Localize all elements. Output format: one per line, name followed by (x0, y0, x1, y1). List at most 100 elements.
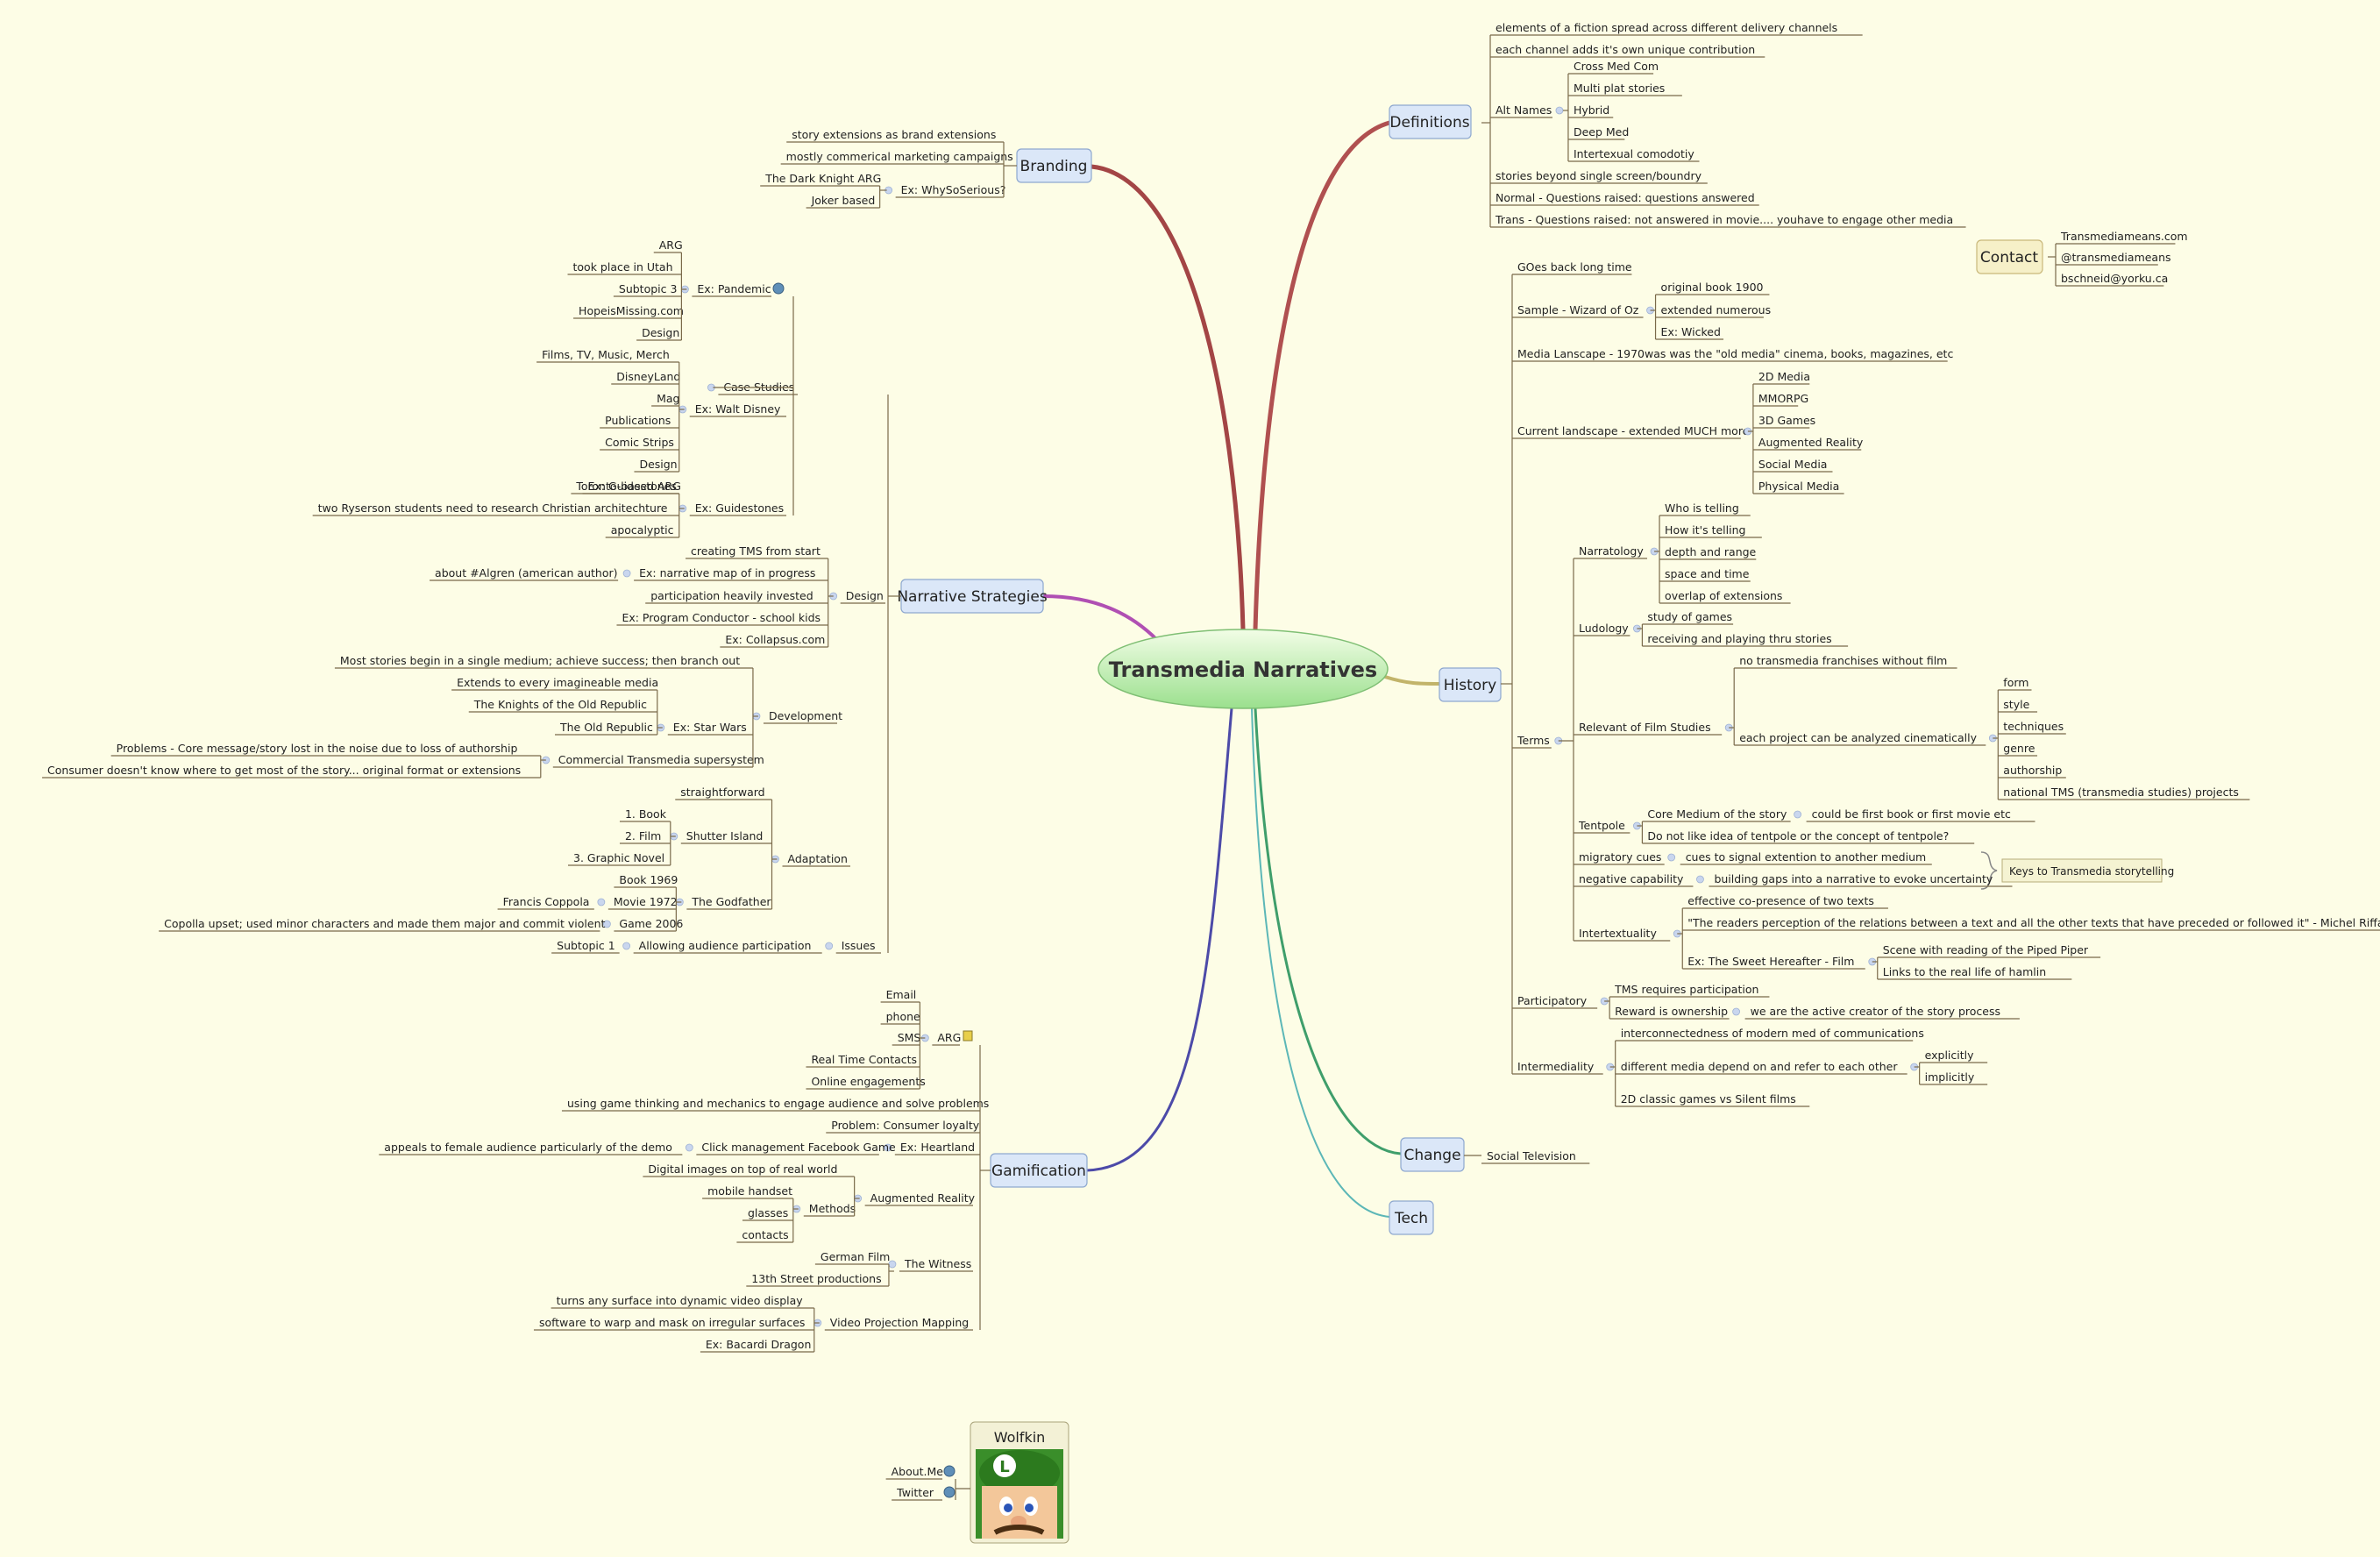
node-email[interactable]: Email (880, 988, 920, 1003)
node-each-channel-adds-it-s-own-unique-contri[interactable]: each channel adds it's own unique contri… (1490, 43, 1765, 58)
node-stories-beyond-single-screen-boundry[interactable]: stories beyond single screen/boundry (1490, 169, 1708, 184)
node-augmented-reality[interactable]: Augmented Reality (854, 1191, 976, 1206)
node-problem-consumer-loyalty[interactable]: Problem: Consumer loyalty (826, 1119, 980, 1134)
node-ex-narrative-map-of-in-progress[interactable]: Ex: narrative map of in progress (622, 566, 828, 581)
node-apocalyptic[interactable]: apocalyptic (605, 523, 679, 538)
node-mostly-commerical-marketing-campaigns[interactable]: mostly commerical marketing campaigns (780, 150, 1013, 165)
node-tentpole[interactable]: Tentpole (1574, 819, 1641, 834)
node-took-place-in-utah[interactable]: took place in Utah (567, 260, 682, 275)
node-copolla-upset-used-minor-characters-and-[interactable]: Copolla upset; used minor characters and… (159, 917, 606, 932)
note-icon[interactable] (963, 1030, 973, 1042)
node-goes-back-long-time[interactable]: GOes back long time (1512, 260, 1632, 275)
node-links-to-the-real-life-of-hamlin[interactable]: Links to the real life of hamlin (1877, 965, 2072, 980)
node-intertexual-comodotiy[interactable]: Intertexual comodotiy (1567, 147, 1700, 162)
node-problems-core-message-story-lost-in-the-[interactable]: Problems - Core message/story lost in th… (110, 742, 541, 757)
node-hopeismissing-com[interactable]: HopeisMissing.com (573, 304, 684, 319)
node-elements-of-a-fiction-spread-across-diff[interactable]: elements of a fiction spread across diff… (1490, 21, 1863, 36)
node-overlap-of-extensions[interactable]: overlap of extensions (1659, 589, 1791, 604)
topic-change[interactable]: Change (1400, 1137, 1465, 1172)
node-ex-collapsus-com[interactable]: Ex: Collapsus.com (720, 633, 828, 648)
node-social-television[interactable]: Social Television (1481, 1149, 1590, 1164)
node-design[interactable]: Design (636, 326, 682, 341)
node-the-dark-knight-arg[interactable]: The Dark Knight ARG (760, 172, 881, 187)
node-ex-wicked[interactable]: Ex: Wicked (1655, 325, 1724, 340)
node-depth-and-range[interactable]: depth and range (1659, 545, 1757, 560)
node-3-graphic-novel[interactable]: 3. Graphic Novel (568, 851, 671, 866)
node-deep-med[interactable]: Deep Med (1567, 125, 1629, 140)
node-subtopic-1[interactable]: Subtopic 1 (551, 939, 620, 954)
node-bschneid-yorku-ca[interactable]: bschneid@yorku.ca (2056, 272, 2168, 287)
node-the-old-republic[interactable]: The Old Republic (555, 721, 657, 736)
node-original-book-1900[interactable]: original book 1900 (1655, 281, 1770, 295)
node-extends-to-every-imagineable-media[interactable]: Extends to every imagineable media (451, 676, 658, 691)
node-two-ryserson-students-need-to-research-c[interactable]: two Ryserson students need to research C… (312, 501, 679, 516)
node-turns-any-surface-into-dynamic-video-dis[interactable]: turns any surface into dynamic video dis… (551, 1294, 814, 1309)
globe-icon[interactable] (943, 1465, 956, 1477)
node-glasses[interactable]: glasses (742, 1206, 793, 1221)
node-about-me[interactable]: About.Me (885, 1465, 956, 1480)
node-3d-games[interactable]: 3D Games (1752, 414, 1815, 429)
node-development[interactable]: Development (752, 709, 842, 724)
node-methods[interactable]: Methods (792, 1202, 856, 1217)
node-building-gaps-into-a-narrative-to-evoke-[interactable]: building gaps into a narrative to evoke … (1709, 872, 2013, 887)
node-no-transmedia-franchises-without-film[interactable]: no transmedia franchises without film (1734, 654, 1957, 669)
node-different-media-depend-on-and-refer-to-e[interactable]: different media depend on and refer to e… (1615, 1060, 1919, 1075)
node-cues-to-signal-extention-to-another-medi[interactable]: cues to signal extention to another medi… (1680, 850, 1932, 865)
node-relevant-of-film-studies[interactable]: Relevant of Film Studies (1574, 721, 1733, 736)
node-comic-strips[interactable]: Comic Strips (600, 436, 679, 451)
node-appeals-to-female-audience-particularly-[interactable]: appeals to female audience particularly … (379, 1141, 683, 1155)
node-german-film[interactable]: German Film (814, 1250, 890, 1265)
node-using-game-thinking-and-mechanics-to-eng[interactable]: using game thinking and mechanics to eng… (561, 1097, 989, 1112)
central-topic[interactable]: Transmedia Narratives (1098, 629, 1389, 709)
node-we-are-the-active-creator-of-the-story-p[interactable]: we are the active creator of the story p… (1744, 1005, 2020, 1020)
node-transmediameans[interactable]: @transmediameans (2056, 251, 2171, 266)
topic-definitions[interactable]: Definitions (1389, 104, 1472, 139)
node-2d-media[interactable]: 2D Media (1752, 370, 1810, 385)
node-ex-guidestones[interactable]: Ex: Guidestones (678, 501, 786, 516)
node-media-lanscape-1970was-was-the-old-media[interactable]: Media Lanscape - 1970was was the "old me… (1512, 347, 1953, 362)
node-digital-images-on-top-of-real-world[interactable]: Digital images on top of real world (643, 1162, 855, 1177)
node-the-witness[interactable]: The Witness (888, 1257, 973, 1272)
node-negative-capability[interactable]: negative capability (1574, 872, 1704, 887)
node-publications[interactable]: Publications (600, 414, 679, 429)
node-ex-star-wars[interactable]: Ex: Star Wars (657, 721, 753, 736)
node-authorship[interactable]: authorship (1998, 764, 2066, 778)
node-the-readers-perception-of-the-relations-[interactable]: "The readers perception of the relations… (1682, 916, 2380, 931)
node-transmediameans-com[interactable]: Transmediameans.com (2056, 230, 2188, 245)
node-form[interactable]: form (1998, 676, 2032, 691)
node-ex-program-conductor-school-kids[interactable]: Ex: Program Conductor - school kids (616, 611, 828, 626)
node-joker-based[interactable]: Joker based (806, 194, 880, 209)
node-real-time-contacts[interactable]: Real Time Contacts (806, 1053, 920, 1068)
node-do-not-like-idea-of-tentpole-or-the-conc[interactable]: Do not like idea of tentpole or the conc… (1642, 829, 1975, 844)
node-arg[interactable]: ARG (920, 1030, 973, 1046)
node-normal-questions-raised-questions-answer[interactable]: Normal - Questions raised: questions ans… (1490, 191, 1759, 206)
node-toronto-based-arg[interactable]: Toronto-based ARG (571, 480, 681, 494)
node-book-1969[interactable]: Book 1969 (614, 873, 678, 888)
node-ludology[interactable]: Ludology (1574, 622, 1641, 636)
node-2d-classic-games-vs-silent-films[interactable]: 2D classic games vs Silent films (1615, 1092, 1810, 1107)
node-the-knights-of-the-old-republic[interactable]: The Knights of the Old Republic (468, 698, 657, 713)
node-ex-whysoserious[interactable]: Ex: WhySoSerious? (885, 183, 1006, 198)
node-hybrid[interactable]: Hybrid (1567, 103, 1614, 118)
node-video-projection-mapping[interactable]: Video Projection Mapping (813, 1316, 973, 1331)
node-sms[interactable]: SMS (892, 1031, 921, 1046)
node-scene-with-reading-of-the-piped-piper[interactable]: Scene with reading of the Piped Piper (1877, 943, 2101, 958)
node-13th-street-productions[interactable]: 13th Street productions (746, 1272, 889, 1287)
node-contacts[interactable]: contacts (736, 1228, 793, 1243)
node-1-book[interactable]: 1. Book (619, 807, 671, 822)
node-alt-names[interactable]: Alt Names (1490, 103, 1564, 118)
node-each-project-can-be-analyzed-cinematical[interactable]: each project can be analyzed cinematical… (1734, 731, 1997, 746)
topic-tech[interactable]: Tech (1389, 1200, 1434, 1235)
topic-history[interactable]: History (1439, 667, 1502, 702)
node-receiving-and-playing-thru-stories[interactable]: receiving and playing thru stories (1642, 632, 1849, 647)
globe-icon[interactable] (943, 1486, 956, 1498)
node-arg[interactable]: ARG (653, 238, 683, 253)
node-subtopic-3[interactable]: Subtopic 3 (613, 282, 682, 297)
node-terms[interactable]: Terms (1512, 734, 1563, 749)
node-consumer-doesn-t-know-where-to-get-most-[interactable]: Consumer doesn't know where to get most … (42, 764, 541, 778)
keys-callout[interactable]: Keys to Transmedia storytelling (1980, 851, 2174, 890)
node-about-algren-american-author[interactable]: about #Algren (american author) (430, 566, 619, 581)
node-sample-wizard-of-oz[interactable]: Sample - Wizard of Oz (1512, 303, 1654, 318)
node-social-media[interactable]: Social Media (1752, 458, 1833, 473)
node-space-and-time[interactable]: space and time (1659, 567, 1751, 582)
